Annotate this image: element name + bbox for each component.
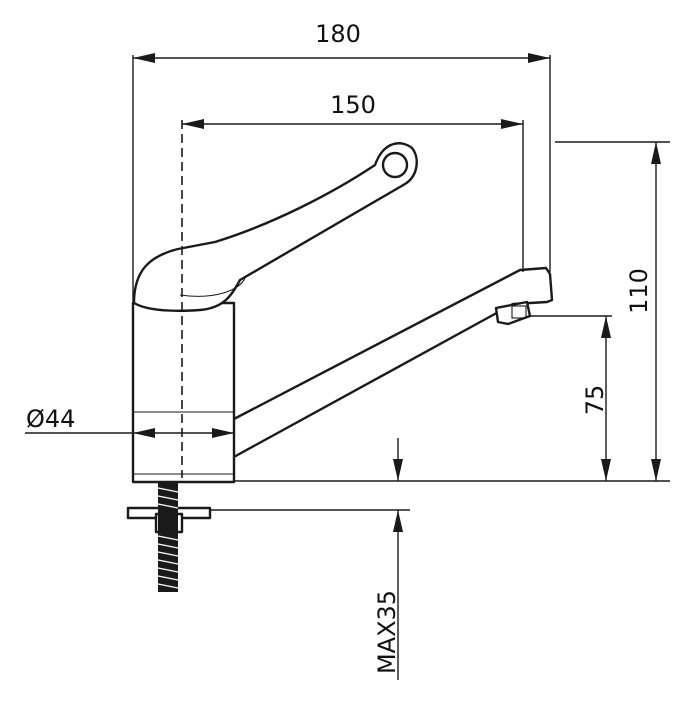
arrowhead-down: [393, 459, 403, 481]
label-overall-width: 180: [315, 20, 361, 48]
label-spout-height: 75: [581, 385, 609, 416]
arrowhead-left: [133, 428, 155, 438]
arrowhead-left: [182, 119, 204, 129]
arrowhead-bottom: [651, 459, 661, 481]
faucet-body: [126, 120, 554, 592]
lever-handle: [132, 142, 418, 312]
base-housing: [131, 301, 236, 484]
label-base-diameter: Ø44: [26, 405, 75, 433]
arrowhead-top: [601, 316, 611, 338]
spout: [230, 266, 554, 460]
dimension-overall-width: 180: [132, 20, 551, 303]
dimension-max-deck-thickness: MAX35: [210, 438, 410, 680]
arrowhead-right: [212, 428, 234, 438]
aerator-cap: [511, 305, 527, 319]
arrowhead-right: [501, 119, 523, 129]
lever-crease: [179, 277, 246, 297]
lever-indicator-button: [381, 151, 409, 179]
arrowhead-up: [393, 510, 403, 532]
dimension-spout-height: 75: [530, 315, 612, 481]
label-overall-height: 110: [625, 268, 653, 314]
arrowhead-left: [133, 53, 155, 63]
dimension-spout-reach: 150: [182, 91, 524, 272]
stud-threads: [157, 487, 179, 589]
dimension-overall-height: 110: [234, 141, 670, 482]
label-max-deck-thickness: MAX35: [373, 590, 401, 674]
arrowhead-bottom: [601, 459, 611, 481]
dimension-base-diameter: Ø44: [25, 405, 234, 438]
arrowhead-top: [651, 142, 661, 164]
arrowhead-right: [528, 53, 550, 63]
label-spout-reach: 150: [330, 91, 376, 119]
threaded-stud: [158, 482, 178, 592]
